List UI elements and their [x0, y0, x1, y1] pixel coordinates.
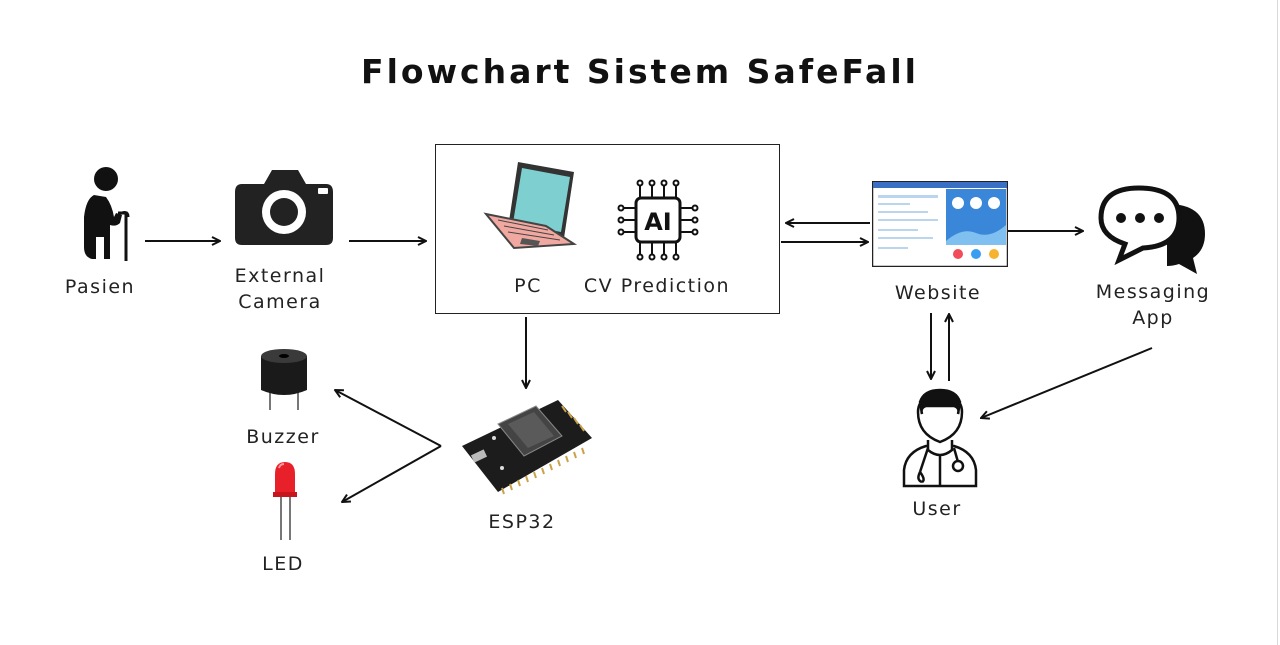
user-label: User — [912, 498, 962, 520]
pc-label: PC — [514, 275, 542, 297]
elderly-person-icon — [76, 165, 136, 265]
website-label: Website — [894, 282, 982, 304]
esp32-board-icon — [458, 398, 596, 496]
pasien-label: Pasien — [64, 276, 136, 298]
cv-prediction-label: CV Prediction — [583, 275, 731, 297]
ai-chip-text: AI — [644, 208, 672, 236]
page-edge-divider — [1277, 0, 1278, 645]
arrow-esp32-to-led — [342, 445, 442, 502]
messaging-app-label: Messaging App — [1095, 281, 1211, 329]
website-dashboard-icon — [872, 181, 1008, 267]
buzzer-icon — [258, 348, 310, 412]
led-icon — [270, 460, 300, 542]
processing-box — [435, 144, 780, 314]
laptop-icon — [482, 160, 580, 250]
esp32-label: ESP32 — [488, 511, 556, 533]
led-label: LED — [262, 553, 304, 575]
ai-chip-icon: AI — [616, 178, 700, 262]
doctor-user-icon — [898, 388, 982, 488]
diagram-title: Flowchart Sistem SafeFall — [361, 52, 919, 91]
chat-bubbles-icon — [1097, 184, 1209, 280]
camera-label: External Camera — [234, 265, 326, 313]
arrow-messaging-to-user — [981, 347, 1153, 418]
camera-icon — [234, 168, 334, 246]
buzzer-label: Buzzer — [246, 426, 320, 448]
arrow-esp32-to-buzzer — [335, 390, 442, 447]
